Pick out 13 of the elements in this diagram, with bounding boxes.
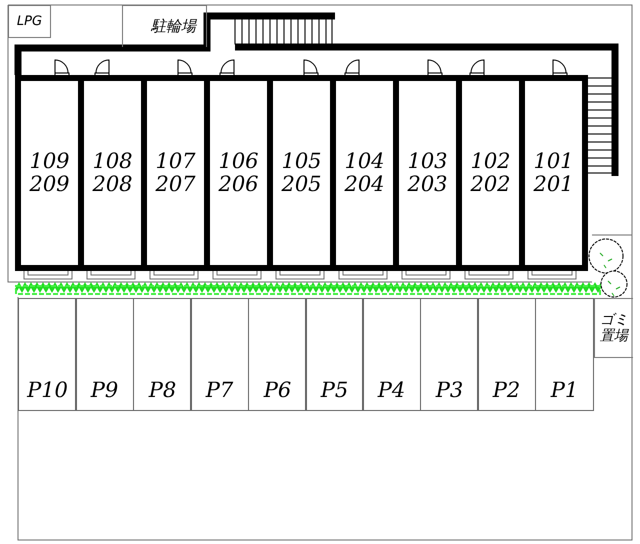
parking-space: P6: [248, 298, 307, 411]
parking-space: P4: [362, 298, 421, 411]
parking-space: P7: [190, 298, 249, 411]
storage-box: LPG: [8, 5, 51, 38]
parking-space: P2: [477, 298, 536, 411]
bicycle-parking-box: 駐輪場: [122, 5, 207, 47]
parking-space: P10: [18, 298, 77, 411]
parking-space: P3: [420, 298, 479, 411]
parking-space: P8: [133, 298, 192, 411]
garbage-area-box: ゴミ置場: [594, 298, 633, 358]
parking-space: P9: [75, 298, 134, 411]
parking-space: P5: [305, 298, 364, 411]
parking-space: P1: [535, 298, 594, 411]
